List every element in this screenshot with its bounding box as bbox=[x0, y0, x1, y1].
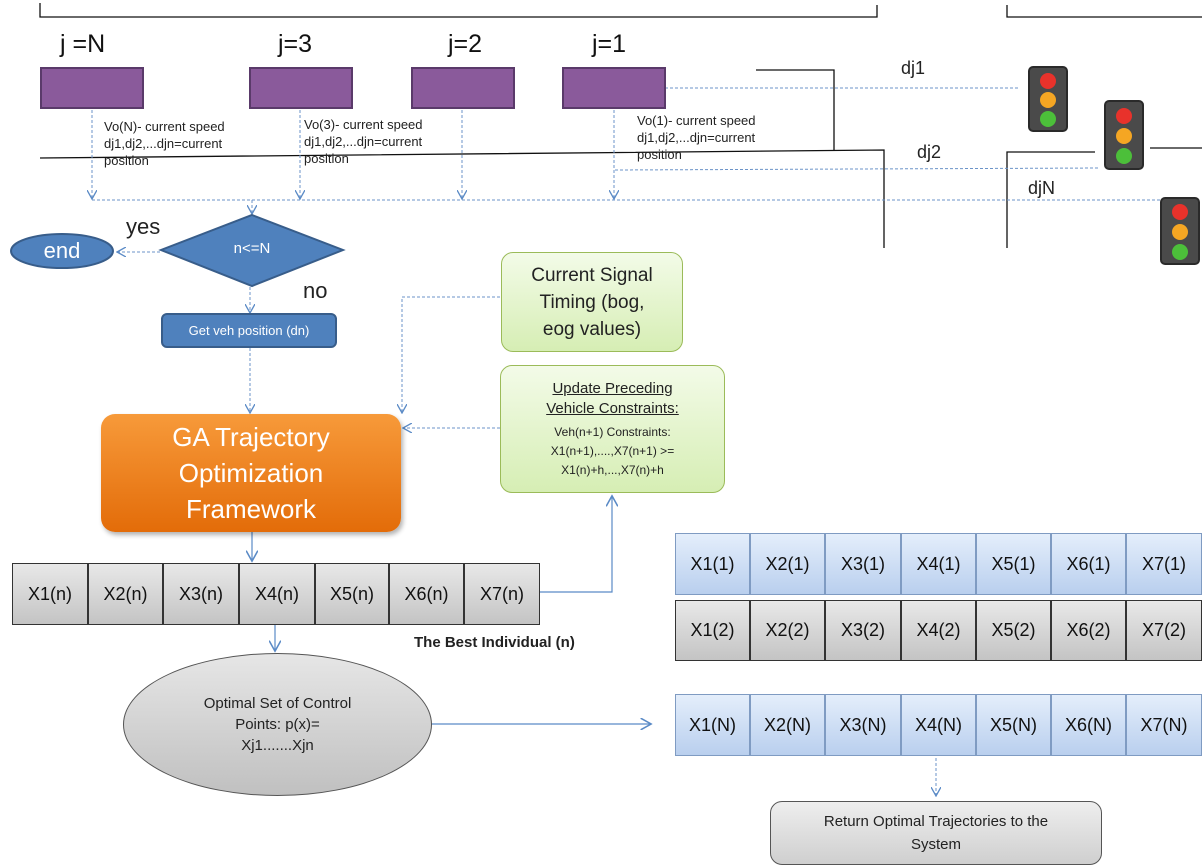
optimal-set-text: Optimal Set of Control Points: p(x)= Xj1… bbox=[203, 695, 352, 754]
signal-timing-text: Current Signal Timing (bog, eog values) bbox=[531, 264, 653, 340]
best-individual-cell: X7(n) bbox=[464, 563, 540, 625]
trajectory-cell: X4(1) bbox=[901, 533, 976, 595]
trajectory-cell: X2(2) bbox=[750, 600, 825, 661]
decision-no-label: no bbox=[303, 278, 328, 303]
trajectory-cell: X2(1) bbox=[750, 533, 825, 595]
best-individual-row: X1(n) X2(n) X3(n) X4(n) X5(n) X6(n) X7(n… bbox=[12, 563, 540, 625]
traffic-light-icon bbox=[1028, 66, 1068, 132]
trajectory-cell: X4(2) bbox=[901, 600, 976, 661]
road-lines bbox=[39, 3, 1202, 248]
decision-diamond bbox=[158, 213, 346, 288]
best-individual-cell: X6(n) bbox=[389, 563, 464, 625]
vehicle-drop-arrows bbox=[92, 185, 614, 198]
ga-framework-box: GA Trajectory Optimization Framework bbox=[101, 414, 401, 532]
get-position-step: Get veh position (dn) bbox=[161, 313, 337, 348]
update-constraints-box: Update Preceding Vehicle Constraints: Ve… bbox=[500, 365, 725, 493]
update-constraints-title-2: Vehicle Constraints: bbox=[546, 399, 679, 417]
vehicle-2 bbox=[411, 67, 515, 109]
decision-yes-label: yes bbox=[126, 214, 161, 239]
vehicle-note-n: Vo(N)- current speed dj1,dj2,...djn=curr… bbox=[104, 119, 225, 168]
flow-connectors bbox=[118, 200, 936, 795]
trajectory-cell: X6(2) bbox=[1051, 600, 1126, 661]
trajectory-cell: X1(N) bbox=[675, 694, 750, 756]
distance-label-dj1: dj1 bbox=[901, 58, 926, 78]
best-individual-caption: The Best Individual (n) bbox=[414, 634, 575, 651]
distance-label-dj2: dj2 bbox=[917, 142, 942, 162]
update-constraints-body: Veh(n+1) Constraints: X1(n+1),....,X7(n+… bbox=[550, 424, 675, 477]
trajectory-cell: X7(1) bbox=[1126, 533, 1202, 595]
solid-connectors bbox=[252, 497, 650, 724]
trajectory-cell: X3(2) bbox=[825, 600, 901, 661]
trajectory-cell: X5(1) bbox=[976, 533, 1051, 595]
trajectory-cell: X3(N) bbox=[825, 694, 901, 756]
return-trajectories-text: Return Optimal Trajectories to the Syste… bbox=[823, 813, 1049, 853]
trajectory-cell: X7(2) bbox=[1126, 600, 1202, 661]
traffic-light-icon bbox=[1160, 197, 1200, 265]
vehicle-note-3: Vo(3)- current speed dj1,dj2,...djn=curr… bbox=[304, 117, 423, 166]
vehicle-3 bbox=[249, 67, 353, 109]
return-trajectories-box: Return Optimal Trajectories to the Syste… bbox=[770, 801, 1102, 865]
vehicle-label-n: j =N bbox=[60, 30, 106, 58]
optimal-set-ellipse: Optimal Set of Control Points: p(x)= Xj1… bbox=[123, 653, 432, 796]
distance-label-djn: djN bbox=[1028, 178, 1056, 198]
trajectory-row-2: X1(2) X2(2) X3(2) X4(2) X5(2) X6(2) X7(2… bbox=[675, 600, 1202, 661]
trajectory-cell: X6(N) bbox=[1051, 694, 1126, 756]
signal-timing-box: Current Signal Timing (bog, eog values) bbox=[501, 252, 683, 352]
end-label: end bbox=[43, 238, 81, 263]
vehicle-n bbox=[40, 67, 144, 109]
trajectory-cell: X5(N) bbox=[976, 694, 1051, 756]
trajectory-cell: X3(1) bbox=[825, 533, 901, 595]
trajectory-cell: X1(1) bbox=[675, 533, 750, 595]
vehicle-1 bbox=[562, 67, 666, 109]
end-terminator bbox=[10, 233, 114, 269]
trajectory-cell: X7(N) bbox=[1126, 694, 1202, 756]
best-individual-cell: X5(n) bbox=[315, 563, 389, 625]
trajectory-row-1: X1(1) X2(1) X3(1) X4(1) X5(1) X6(1) X7(1… bbox=[675, 533, 1202, 595]
best-individual-cell: X4(n) bbox=[239, 563, 315, 625]
trajectory-cell: X2(N) bbox=[750, 694, 825, 756]
vehicle-label-2: j=2 bbox=[448, 30, 483, 58]
update-constraints-title-1: Update Preceding bbox=[552, 379, 673, 397]
best-individual-cell: X3(n) bbox=[163, 563, 239, 625]
decision-text: n<=N bbox=[233, 240, 271, 257]
vehicle-note-1: Vo(1)- current speed dj1,dj2,...djn=curr… bbox=[637, 113, 756, 162]
best-individual-cell: X2(n) bbox=[88, 563, 163, 625]
trajectory-cell: X4(N) bbox=[901, 694, 976, 756]
vehicle-label-3: j=3 bbox=[278, 30, 313, 58]
trajectory-cell: X1(2) bbox=[675, 600, 750, 661]
traffic-light-icon bbox=[1104, 100, 1144, 170]
best-individual-cell: X1(n) bbox=[12, 563, 88, 625]
trajectory-cell: X5(2) bbox=[976, 600, 1051, 661]
trajectory-row-n: X1(N) X2(N) X3(N) X4(N) X5(N) X6(N) X7(N… bbox=[675, 694, 1202, 756]
trajectory-cell: X6(1) bbox=[1051, 533, 1126, 595]
vehicle-label-1: j=1 bbox=[592, 30, 627, 58]
